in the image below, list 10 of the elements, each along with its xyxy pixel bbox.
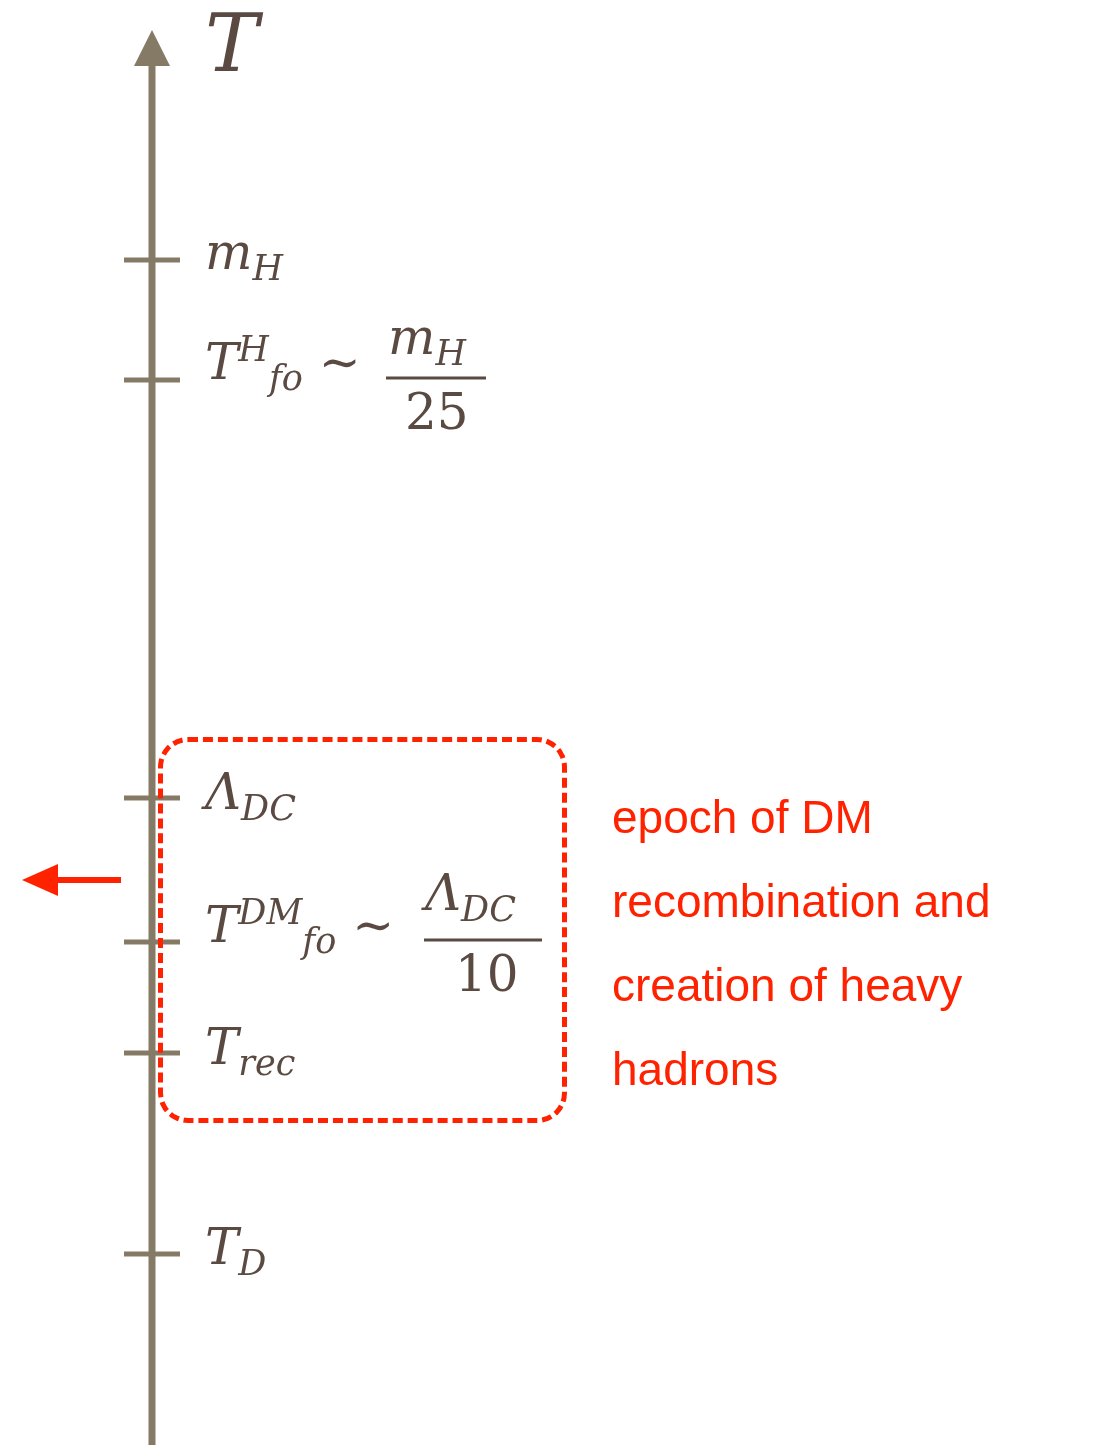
tick-label: T$_{rec}$ — [205, 1020, 296, 1083]
annotation-text: epoch of DM recombination and creation of heavy hadrons — [612, 790, 992, 1097]
tick-label: T$^{H}$$_{fo}$ ∼ — [205, 330, 361, 398]
tick-label: T$^{DM}$$_{fo}$ ∼ — [205, 893, 395, 961]
tick-label: T$_{D}$ — [205, 1220, 267, 1283]
tick-label: m$_{H}$ — [205, 225, 283, 288]
fraction-numerator: m$_{H}$ — [388, 310, 466, 373]
fraction-denominator: 25 — [405, 385, 469, 440]
fraction-denominator: 10 — [455, 947, 519, 1002]
dashed-region-box — [158, 737, 567, 1123]
